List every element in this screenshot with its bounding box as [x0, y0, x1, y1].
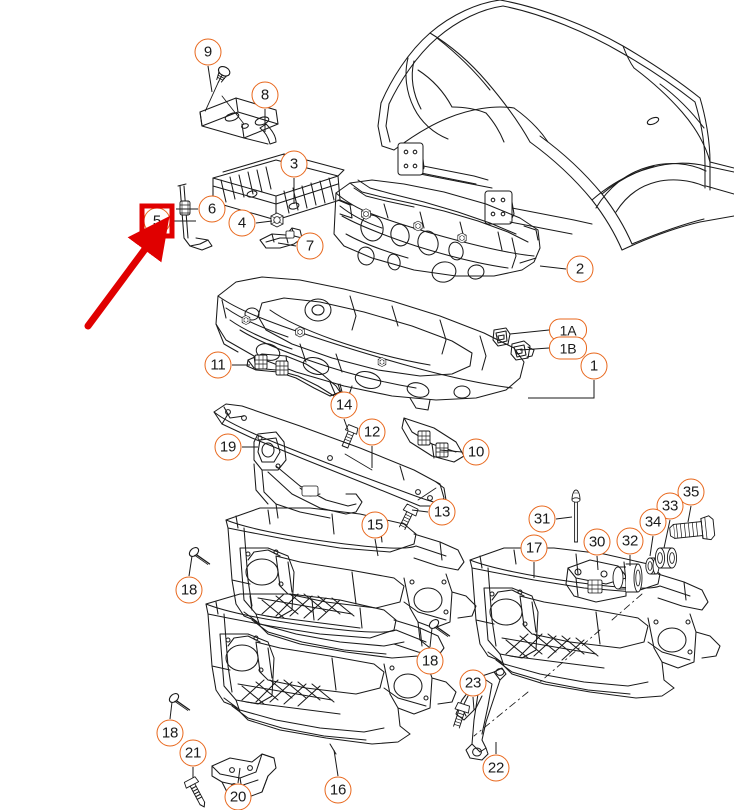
callout-30[interactable]: 30	[583, 528, 611, 556]
callout-13[interactable]: 13	[428, 498, 456, 526]
callout-14[interactable]: 14	[330, 391, 358, 419]
callout-18[interactable]: 18	[175, 576, 203, 604]
callout-2[interactable]: 2	[566, 255, 594, 283]
callout-33[interactable]: 33	[656, 492, 684, 520]
callout-19[interactable]: 19	[214, 433, 242, 461]
callout-1[interactable]: 1	[580, 352, 608, 380]
callout-17[interactable]: 17	[520, 534, 548, 562]
callout-18[interactable]: 18	[156, 719, 184, 747]
callout-15[interactable]: 15	[361, 511, 389, 539]
callout-32[interactable]: 32	[616, 527, 644, 555]
callout-7[interactable]: 7	[296, 232, 324, 260]
callout-21[interactable]: 21	[179, 739, 207, 767]
callout-9[interactable]: 9	[194, 38, 222, 66]
callout-18[interactable]: 18	[416, 647, 444, 675]
callout-3[interactable]: 3	[280, 150, 308, 178]
callout-34[interactable]: 34	[639, 508, 667, 536]
callout-10[interactable]: 10	[462, 438, 490, 466]
callout-8[interactable]: 8	[251, 81, 279, 109]
callout-16[interactable]: 16	[324, 776, 352, 804]
callout-31[interactable]: 31	[528, 505, 556, 533]
callout-22[interactable]: 22	[482, 754, 510, 782]
callout-23[interactable]: 23	[459, 669, 487, 697]
callout-1a[interactable]: 1A	[549, 318, 587, 342]
callout-11[interactable]: 11	[204, 351, 232, 379]
callout-5[interactable]: 5	[143, 207, 171, 235]
callout-20[interactable]: 20	[224, 783, 252, 810]
callout-1b[interactable]: 1B	[549, 336, 587, 360]
callout-12[interactable]: 12	[358, 418, 386, 446]
callout-6[interactable]: 6	[198, 195, 226, 223]
callout-4[interactable]: 4	[228, 209, 256, 237]
